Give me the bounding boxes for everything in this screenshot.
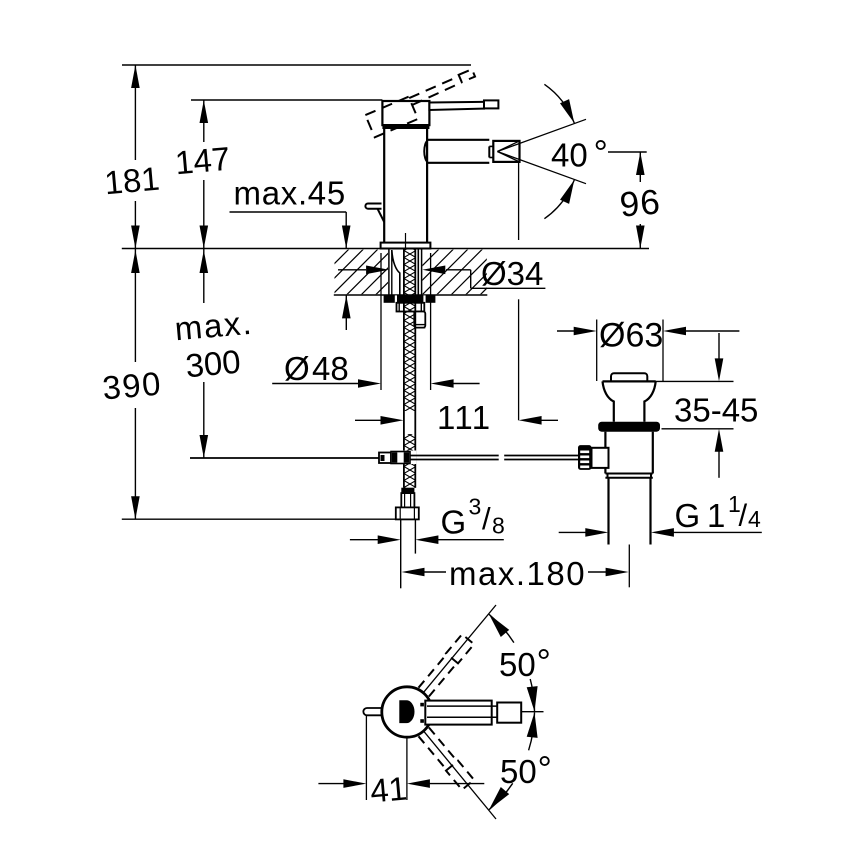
svg-text:41: 41	[369, 769, 409, 809]
svg-text:50: 50	[499, 646, 536, 683]
svg-text:G: G	[441, 504, 467, 541]
svg-text:Ø: Ø	[284, 350, 310, 387]
svg-text:Ø63: Ø63	[599, 317, 663, 355]
svg-text:4: 4	[748, 506, 761, 532]
svg-text:300: 300	[184, 343, 242, 385]
svg-text:1: 1	[707, 497, 725, 534]
svg-text:390: 390	[101, 364, 164, 406]
svg-text:°: °	[537, 641, 551, 682]
svg-text:°: °	[594, 132, 608, 173]
svg-text:°: °	[538, 748, 552, 789]
svg-text:G: G	[675, 497, 701, 534]
svg-text:max.: max.	[173, 304, 254, 348]
svg-text:Ø34: Ø34	[481, 255, 543, 292]
svg-text:/: /	[482, 501, 491, 536]
svg-text:8: 8	[492, 513, 505, 539]
svg-text:48: 48	[312, 350, 349, 387]
svg-text:50: 50	[500, 753, 537, 790]
svg-text:111: 111	[437, 399, 492, 436]
svg-text:/: /	[739, 498, 748, 533]
svg-text:96: 96	[618, 182, 662, 224]
svg-text:1: 1	[728, 491, 741, 517]
svg-text:147: 147	[173, 140, 231, 182]
svg-text:max.180: max.180	[449, 555, 586, 592]
svg-text:max.45: max.45	[234, 175, 346, 212]
svg-text:3: 3	[469, 494, 482, 520]
svg-text:181: 181	[103, 160, 161, 202]
svg-text:40: 40	[551, 137, 588, 174]
svg-text:35-45: 35-45	[674, 392, 758, 429]
